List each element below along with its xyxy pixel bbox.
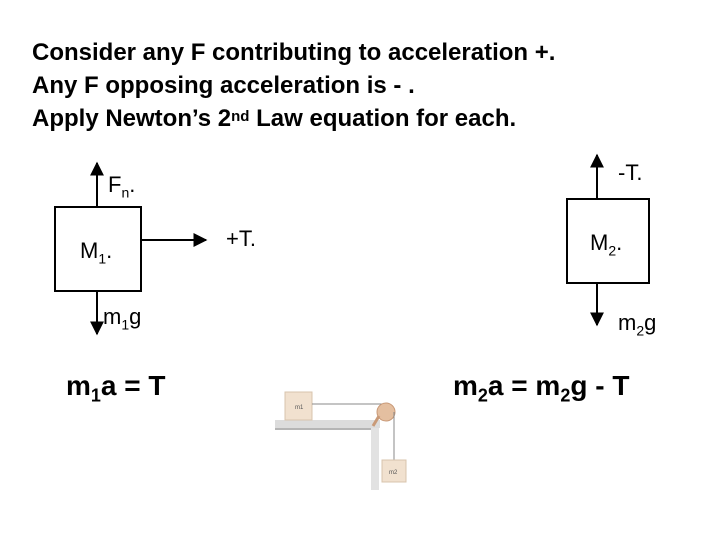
m2-label: M2. xyxy=(590,230,623,259)
m2-box xyxy=(566,198,650,284)
equation-m1: m1a = T xyxy=(66,370,166,406)
equation-m2: m2a = m2g - T xyxy=(453,370,630,406)
table-surface xyxy=(275,428,375,430)
block-m2-label: m2 xyxy=(389,470,398,476)
table-top xyxy=(275,420,380,428)
pulley xyxy=(376,402,396,422)
weight-label-m1: m1g xyxy=(103,304,142,333)
m1-label: M1. xyxy=(80,238,113,267)
m1-box xyxy=(54,206,142,292)
block-m1 xyxy=(284,391,313,421)
table-leg xyxy=(371,428,379,490)
title-line-1: Consider any F contributing to accelerat… xyxy=(32,39,556,66)
tension-label-right: -T. xyxy=(618,160,643,185)
pulley-bracket xyxy=(371,415,381,427)
weight-label-m2: m2g xyxy=(618,310,657,339)
slide-title: Consider any F contributing to accelerat… xyxy=(32,36,555,135)
tension-label-left: +T. xyxy=(226,226,256,251)
block-m2 xyxy=(381,459,407,483)
normal-force-label: Fn. xyxy=(108,172,136,201)
title-line-3: Apply Newton’s 2nd Law equation for each… xyxy=(32,105,517,132)
pulley-setup-image: m1 m2 xyxy=(275,382,425,490)
block-m1-label: m1 xyxy=(295,405,304,411)
title-line-2: Any F opposing acceleration is - . xyxy=(32,72,415,99)
